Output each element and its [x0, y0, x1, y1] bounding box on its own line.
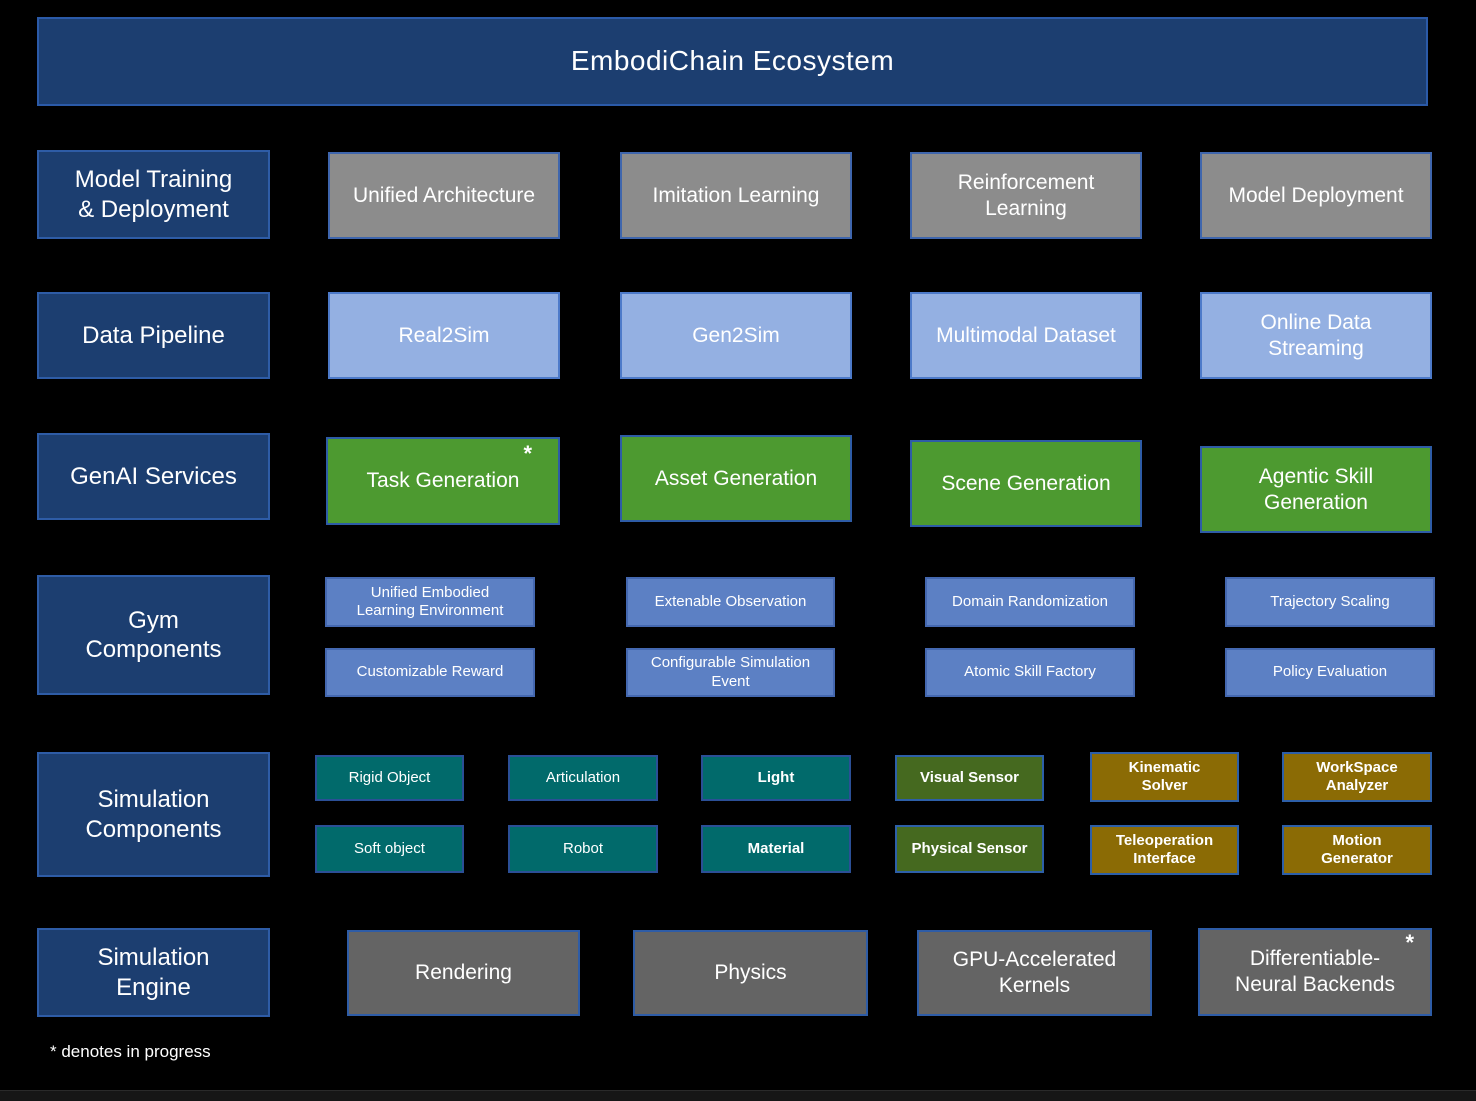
- row-label-genai-services: GenAI Services: [37, 433, 270, 520]
- footnote-in-progress: * denotes in progress: [50, 1042, 211, 1061]
- box-label: Differentiable- Neural Backends: [1235, 947, 1395, 996]
- row-label-simulation-engine: Simulation Engine: [37, 928, 270, 1017]
- box-label: Task Generation: [366, 469, 520, 493]
- box-online-data-streaming: Online Data Streaming: [1200, 292, 1432, 379]
- box-extenable-observation: Extenable Observation: [626, 577, 835, 627]
- box-kinematic-solver: Kinematic Solver: [1090, 752, 1239, 802]
- box-gen2sim: Gen2Sim: [620, 292, 852, 379]
- box-trajectory-scaling: Trajectory Scaling: [1225, 577, 1435, 627]
- box-articulation: Articulation: [508, 755, 658, 801]
- in-progress-asterisk: *: [1405, 930, 1414, 955]
- box-unified-embodied-learning-environment: Unified Embodied Learning Environment: [325, 577, 535, 627]
- box-teleoperation-interface: Teleoperation Interface: [1090, 825, 1239, 875]
- box-robot: Robot: [508, 825, 658, 873]
- box-customizable-reward: Customizable Reward: [325, 648, 535, 697]
- row-label-data-pipeline: Data Pipeline: [37, 292, 270, 379]
- box-visual-sensor: Visual Sensor: [895, 755, 1044, 801]
- box-physics: Physics: [633, 930, 868, 1016]
- box-policy-evaluation: Policy Evaluation: [1225, 648, 1435, 697]
- box-soft-object: Soft object: [315, 825, 464, 873]
- box-material: Material: [701, 825, 851, 873]
- row-label-model-training: Model Training & Deployment: [37, 150, 270, 239]
- in-progress-asterisk: *: [523, 441, 532, 466]
- box-model-deployment: Model Deployment: [1200, 152, 1432, 239]
- box-unified-architecture: Unified Architecture: [328, 152, 560, 239]
- box-atomic-skill-factory: Atomic Skill Factory: [925, 648, 1135, 697]
- box-light: Light: [701, 755, 851, 801]
- box-differentiable-neural-backends: Differentiable- Neural Backends *: [1198, 928, 1432, 1016]
- window-bottom-strip: [0, 1090, 1476, 1101]
- diagram-title: EmbodiChain Ecosystem: [37, 17, 1428, 106]
- box-asset-generation: Asset Generation: [620, 435, 852, 522]
- box-rigid-object: Rigid Object: [315, 755, 464, 801]
- box-physical-sensor: Physical Sensor: [895, 825, 1044, 873]
- box-motion-generator: Motion Generator: [1282, 825, 1432, 875]
- box-agentic-skill-generation: Agentic Skill Generation: [1200, 446, 1432, 533]
- box-gpu-accelerated-kernels: GPU-Accelerated Kernels: [917, 930, 1152, 1016]
- box-task-generation: Task Generation *: [326, 437, 560, 525]
- box-reinforcement-learning: Reinforcement Learning: [910, 152, 1142, 239]
- row-label-gym-components: Gym Components: [37, 575, 270, 695]
- box-imitation-learning: Imitation Learning: [620, 152, 852, 239]
- box-multimodal-dataset: Multimodal Dataset: [910, 292, 1142, 379]
- row-label-simulation-components: Simulation Components: [37, 752, 270, 877]
- box-rendering: Rendering: [347, 930, 580, 1016]
- box-workspace-analyzer: WorkSpace Analyzer: [1282, 752, 1432, 802]
- box-scene-generation: Scene Generation: [910, 440, 1142, 527]
- box-configurable-simulation-event: Configurable Simulation Event: [626, 648, 835, 697]
- box-real2sim: Real2Sim: [328, 292, 560, 379]
- box-domain-randomization: Domain Randomization: [925, 577, 1135, 627]
